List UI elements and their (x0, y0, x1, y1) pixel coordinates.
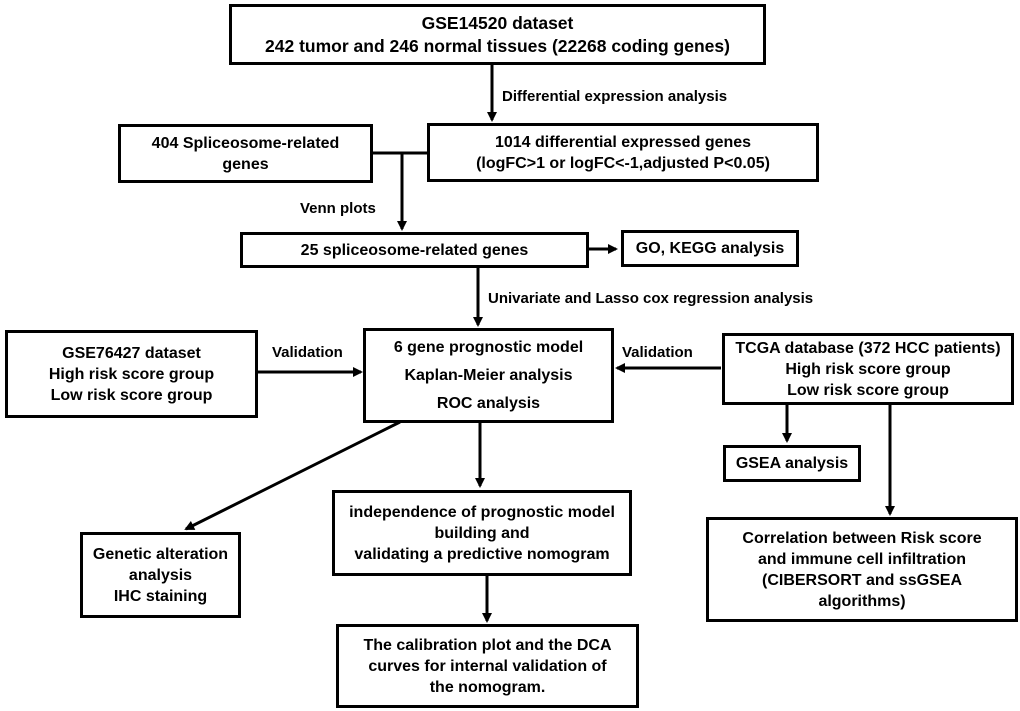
box-line: 6 gene prognostic model (393, 338, 584, 356)
box-line: High risk score group (48, 365, 215, 383)
box-line: 1014 differential expressed genes (494, 133, 752, 151)
box-line: and immune cell infiltration (757, 550, 967, 568)
box-line: GO, KEGG analysis (635, 240, 785, 257)
box-line: High risk score group (785, 360, 951, 378)
label-validation-left: Validation (272, 344, 343, 361)
label-univariate-lasso-cox: Univariate and Lasso cox regression anal… (488, 290, 814, 307)
label-differential-expression-analysis: Differential expression analysis (502, 88, 728, 105)
box-line: GSE76427 dataset (62, 344, 201, 362)
box-line: analysis (128, 566, 193, 584)
box-line: the nomogram. (429, 678, 546, 696)
box-line: GSEA analysis (735, 455, 849, 472)
box-line: Kaplan-Meier analysis (404, 366, 573, 384)
label-validation-right: Validation (622, 344, 693, 361)
box-line: Low risk score group (787, 381, 949, 399)
go-kegg-analysis-box: GO, KEGG analysis (621, 230, 799, 267)
box-line: GSE14520 dataset (421, 12, 574, 33)
box-line: Correlation between Risk score (742, 529, 982, 547)
box-line: Genetic alteration (92, 545, 229, 563)
box-line: genes (222, 155, 269, 173)
gse76427-dataset-box: GSE76427 dataset High risk score group L… (5, 330, 258, 418)
label-venn-plots: Venn plots (300, 200, 376, 217)
box-line: (logFC>1 or logFC<-1,adjusted P<0.05) (476, 154, 770, 172)
box-line: IHC staining (113, 587, 208, 605)
prognostic-model-box: 6 gene prognostic model Kaplan-Meier ana… (363, 328, 614, 423)
spliceosome-25-genes-box: 25 spliceosome-related genes (240, 232, 589, 268)
tcga-database-box: TCGA database (372 HCC patients) High ri… (722, 333, 1014, 405)
correlation-immune-infiltration-box: Correlation between Risk score and immun… (706, 517, 1018, 622)
spliceosome-related-genes-box: 404 Spliceosome-related genes (118, 124, 373, 183)
arrow-model-to-genetic (184, 420, 401, 531)
calibration-dca-box: The calibration plot and the DCA curves … (336, 624, 639, 708)
gse14520-dataset-box: GSE14520 dataset 242 tumor and 246 norma… (229, 4, 766, 65)
box-line: Low risk score group (50, 386, 213, 404)
box-line: TCGA database (372 HCC patients) (735, 339, 1001, 357)
box-line: (CIBERSORT and ssGSEA (761, 571, 963, 589)
box-line: curves for internal validation of (368, 657, 607, 675)
differential-expressed-genes-box: 1014 differential expressed genes (logFC… (427, 123, 819, 182)
box-line: 25 spliceosome-related genes (300, 241, 529, 259)
box-line: algorithms) (818, 592, 906, 610)
box-line: validating a predictive nomogram (354, 545, 610, 563)
box-line: 404 Spliceosome-related (151, 134, 340, 152)
gsea-analysis-box: GSEA analysis (723, 445, 861, 482)
box-line: independence of prognostic model (349, 503, 615, 521)
independence-prognostic-model-box: independence of prognostic model buildin… (332, 490, 632, 576)
box-line: 242 tumor and 246 normal tissues (22268 … (265, 35, 730, 56)
box-line: ROC analysis (436, 394, 541, 412)
box-line: The calibration plot and the DCA (363, 636, 612, 654)
box-line: building and (434, 524, 530, 542)
genetic-alteration-box: Genetic alteration analysis IHC staining (80, 532, 241, 618)
